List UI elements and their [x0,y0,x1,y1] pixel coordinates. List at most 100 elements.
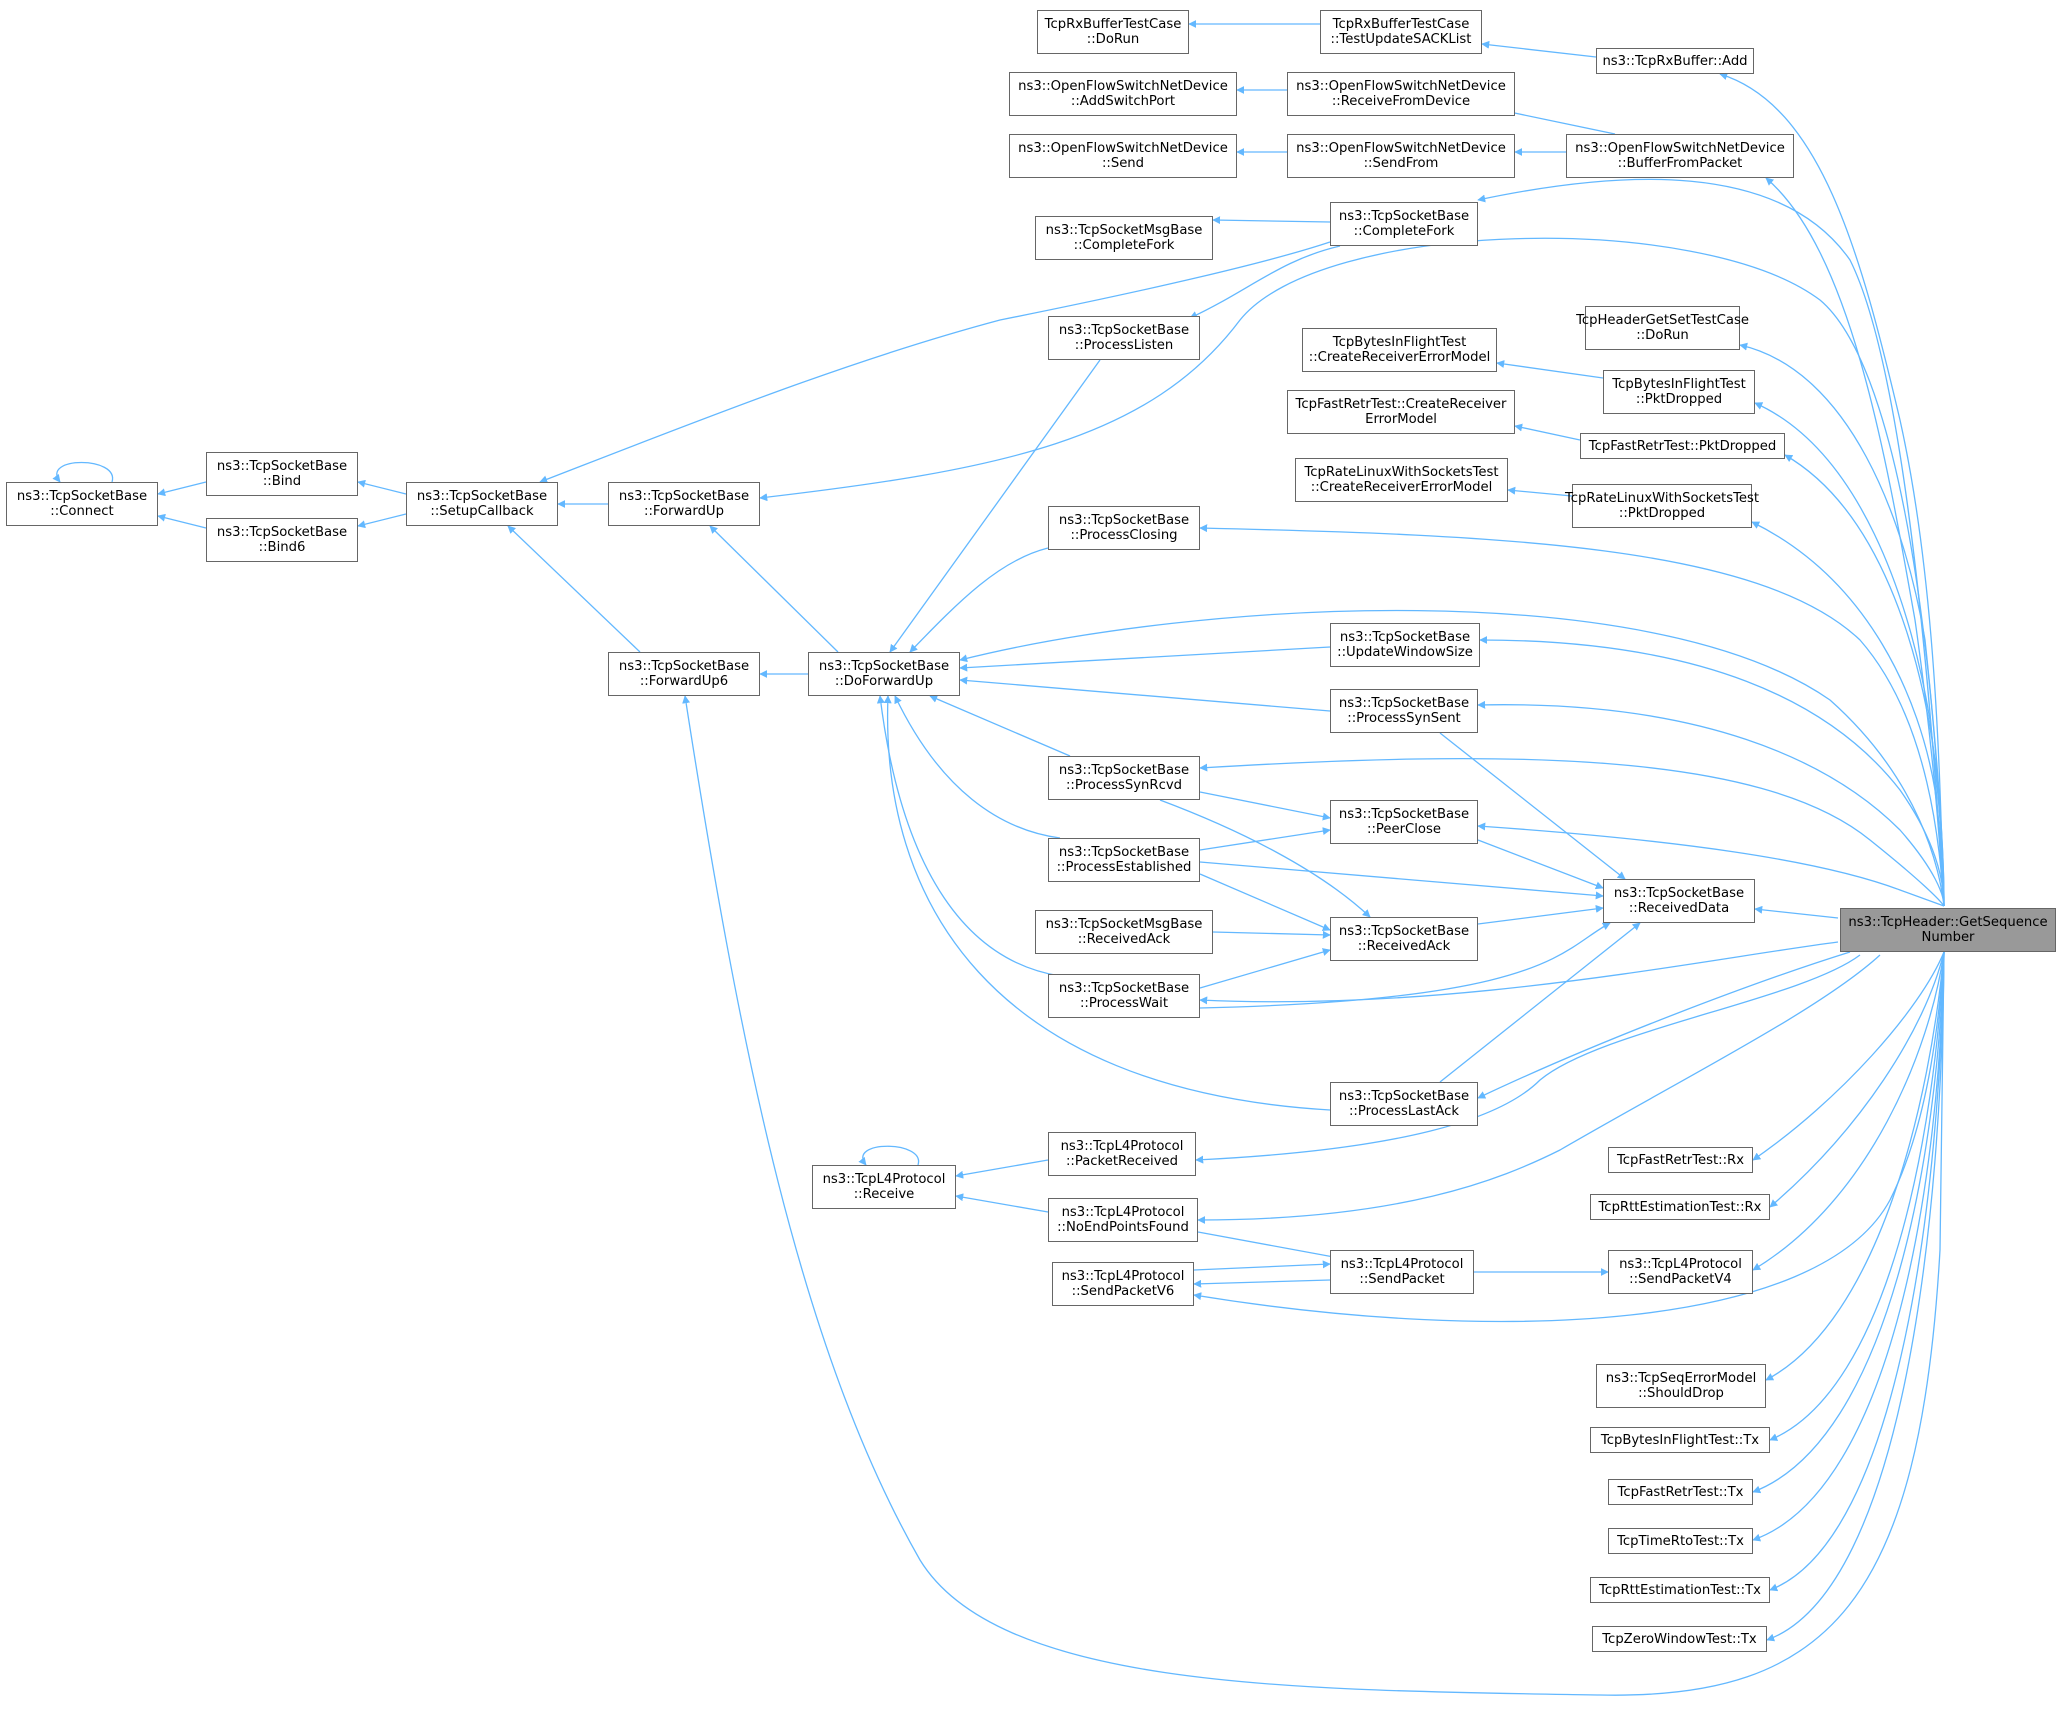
graph-node-msg-recvack[interactable]: ns3::TcpSocketMsgBase::ReceivedAck [1035,910,1213,954]
edge-rxbuf_sack-to-rxbuf_add [1481,40,1597,58]
graph-node-processsynsent[interactable]: ns3::TcpSocketBase::ProcessSynSent [1330,689,1478,733]
graph-node-setupcb[interactable]: ns3::TcpSocketBase::SetupCallback [406,482,558,526]
edge-msg_completefork-to-completefork [1212,216,1331,225]
graph-node-label: ErrorModel [1365,412,1437,427]
graph-node-fr-rx[interactable]: TcpFastRetrTest::Rx [1608,1147,1753,1173]
graph-node-processest[interactable]: ns3::TcpSocketBase::ProcessEstablished [1048,838,1200,882]
edge-doforwardup-to-processlisten [889,359,1101,653]
edge-rtt_tx-to-root [1769,951,1945,1592]
edge-of_recvdev-to-of_bufpkt [1499,107,1616,135]
graph-node-rto-tx[interactable]: TcpTimeRtoTest::Tx [1608,1528,1753,1554]
graph-node-l4-noend[interactable]: ns3::TcpL4Protocol::NoEndPointsFound [1048,1198,1198,1242]
graph-node-label: ::CreateReceiverErrorModel [1310,480,1493,495]
graph-node-processwait[interactable]: ns3::TcpSocketBase::ProcessWait [1048,974,1200,1018]
edge-setupcb-to-completefork [539,241,1331,484]
graph-node-of-sendfrom[interactable]: ns3::OpenFlowSwitchNetDevice::SendFrom [1287,134,1515,178]
graph-node-label: ns3::TcpRxBuffer::Add [1602,53,1748,69]
graph-node-label: ::SendPacketV6 [1071,1284,1175,1299]
graph-node-label: ns3::TcpSocketBase [1338,924,1470,939]
graph-node-of-recvdev[interactable]: ns3::OpenFlowSwitchNetDevice::ReceiveFro… [1287,72,1515,116]
graph-node-forwardup[interactable]: ns3::TcpSocketBase::ForwardUp [608,482,760,526]
graph-node-label: ::ProcessWait [1079,996,1169,1011]
graph-node-msg-completefork[interactable]: ns3::TcpSocketMsgBase::CompleteFork [1035,216,1213,260]
graph-node-processsynrcvd[interactable]: ns3::TcpSocketBase::ProcessSynRcvd [1048,756,1200,800]
edge-peerclose-to-processsynrcvd [1199,791,1331,821]
graph-node-label: TcpFastRetrTest::CreateReceiver [1295,397,1507,412]
graph-node-connect[interactable]: ns3::TcpSocketBase::Connect [6,482,158,526]
edge-fr_createerr-to-fr_pkt [1514,423,1581,441]
graph-node-rxbuf-dorun[interactable]: TcpRxBufferTestCase::DoRun [1037,10,1189,54]
graph-node-fr-tx[interactable]: TcpFastRetrTest::Tx [1608,1479,1753,1505]
graph-node-label: ::ReceiveFromDevice [1331,94,1471,109]
graph-node-label: TcpRateLinuxWithSocketsTest [1304,465,1499,480]
graph-node-label: ns3::TcpL4Protocol [1619,1257,1742,1272]
edge-doforwardup-to-processwait [876,695,1061,977]
graph-node-zw-tx[interactable]: TcpZeroWindowTest::Tx [1592,1626,1767,1652]
graph-node-forwardup6[interactable]: ns3::TcpSocketBase::ForwardUp6 [608,652,760,696]
graph-node-label: ns3::TcpSocketBase [1338,209,1470,224]
graph-node-label: ns3::TcpSocketBase [1339,630,1471,645]
graph-node-label: ns3::TcpSocketMsgBase [1045,223,1203,238]
graph-node-completefork[interactable]: ns3::TcpSocketBase::CompleteFork [1330,202,1478,246]
graph-node-rl-createerr[interactable]: TcpRateLinuxWithSocketsTest::CreateRecei… [1295,458,1508,502]
graph-node-recvack[interactable]: ns3::TcpSocketBase::ReceivedAck [1330,917,1478,961]
edge-receiveddata-to-peerclose [1477,839,1604,890]
edge-l4_v4-to-root [1752,951,1945,1271]
graph-node-label: ::CreateReceiverErrorModel [1308,350,1491,365]
graph-node-bind[interactable]: ns3::TcpSocketBase::Bind [206,452,358,496]
edge-updatewin-to-root [1479,636,1945,907]
edge-receiveddata-to-processest [1199,861,1604,900]
graph-node-rxbuf-sack[interactable]: TcpRxBufferTestCase::TestUpdateSACKList [1320,10,1482,54]
graph-node-rl-pkt[interactable]: TcpRateLinuxWithSocketsTest::PktDropped [1565,484,1759,528]
graph-node-fr-pkt[interactable]: TcpFastRetrTest::PktDropped [1580,433,1785,459]
graph-node-rtt-rx[interactable]: TcpRttEstimationTest::Rx [1590,1194,1770,1220]
edge-l4_v6-to-root [1193,951,1945,1323]
graph-node-label: ::PacketReceived [1065,1154,1179,1169]
graph-node-label: ::PeerClose [1367,822,1441,837]
graph-node-bif-createerr[interactable]: TcpBytesInFlightTest::CreateReceiverErro… [1302,328,1497,372]
graph-node-label: TcpRttEstimationTest::Tx [1599,1582,1761,1598]
graph-node-label: ::UpdateWindowSize [1337,645,1473,660]
graph-node-bif-pkt[interactable]: TcpBytesInFlightTest::PktDropped [1603,370,1755,414]
graph-node-label: ::CompleteFork [1353,224,1455,239]
graph-node-seqerr[interactable]: ns3::TcpSeqErrorModel::ShouldDrop [1596,1364,1766,1408]
graph-node-label: ns3::TcpSocketBase [16,489,148,504]
graph-node-processlastack[interactable]: ns3::TcpSocketBase::ProcessLastAck [1330,1082,1478,1126]
edge-receiveddata-to-processsynsent [1439,732,1626,880]
edge-receiveddata-to-root [1754,905,1839,919]
graph-node-rxbuf-add[interactable]: ns3::TcpRxBuffer::Add [1596,48,1754,74]
graph-node-label: TcpBytesInFlightTest [1332,335,1467,350]
graph-node-peerclose[interactable]: ns3::TcpSocketBase::PeerClose [1330,800,1478,844]
edge-l4_sendpkt-to-l4_v6 [1193,1260,1331,1271]
graph-node-l4-v4[interactable]: ns3::TcpL4Protocol::SendPacketV4 [1608,1250,1753,1294]
edge-rl_pkt-to-root [1751,521,1945,907]
graph-node-l4-sendpkt[interactable]: ns3::TcpL4Protocol::SendPacket [1330,1250,1474,1294]
graph-node-hdr-dorun[interactable]: TcpHeaderGetSetTestCase::DoRun [1576,306,1749,350]
graph-node-doforwardup[interactable]: ns3::TcpSocketBase::DoForwardUp [808,652,960,696]
graph-node-of-bufpkt[interactable]: ns3::OpenFlowSwitchNetDevice::BufferFrom… [1566,134,1794,178]
graph-node-processclosing[interactable]: ns3::TcpSocketBase::ProcessClosing [1048,506,1200,550]
graph-node-bind6[interactable]: ns3::TcpSocketBase::Bind6 [206,518,358,562]
graph-node-of-addport[interactable]: ns3::OpenFlowSwitchNetDevice::AddSwitchP… [1009,72,1237,116]
graph-node-label: TcpRxBufferTestCase [1332,17,1470,32]
graph-node-processlisten[interactable]: ns3::TcpSocketBase::ProcessListen [1048,316,1200,360]
graph-node-updatewin[interactable]: ns3::TcpSocketBase::UpdateWindowSize [1330,623,1480,667]
edge-processsynsent-to-root [1477,700,1945,907]
graph-node-rtt-tx[interactable]: TcpRttEstimationTest::Tx [1590,1577,1770,1603]
graph-node-bif-tx[interactable]: TcpBytesInFlightTest::Tx [1590,1427,1770,1453]
graph-node-label: ns3::TcpSocketMsgBase [1045,917,1203,932]
graph-node-label: TcpRateLinuxWithSocketsTest [1564,491,1760,506]
graph-node-l4-receive[interactable]: ns3::TcpL4Protocol::Receive [812,1165,956,1209]
graph-node-receiveddata[interactable]: ns3::TcpSocketBase::ReceivedData [1603,879,1755,923]
graph-node-l4-pktrecv[interactable]: ns3::TcpL4Protocol::PacketReceived [1048,1132,1196,1176]
graph-node-of-send[interactable]: ns3::OpenFlowSwitchNetDevice::Send [1009,134,1237,178]
edge-doforwardup-to-processest [894,695,1061,839]
edge-bind6-to-setupcb [357,513,407,529]
graph-node-label: ::ForwardUp6 [639,674,729,689]
edge-connect-to-bind6 [157,513,207,529]
graph-node-label: ::ProcessLastAck [1348,1104,1460,1119]
graph-node-l4-v6[interactable]: ns3::TcpL4Protocol::SendPacketV6 [1052,1262,1194,1306]
edge-recvack-to-msg_recvack [1212,930,1331,939]
